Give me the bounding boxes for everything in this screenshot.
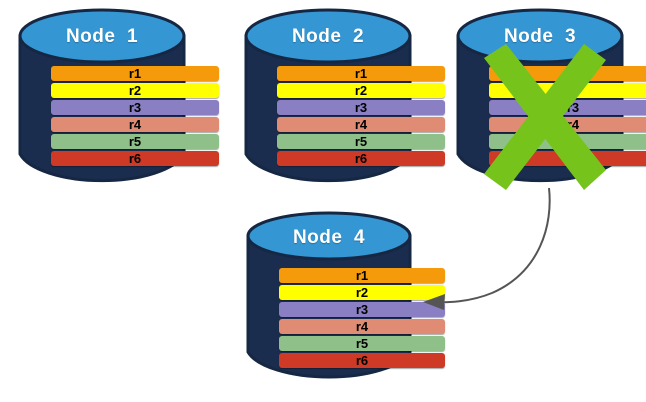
row-r3[interactable]: r3 (279, 302, 445, 317)
row-label: r5 (355, 336, 369, 351)
node-row-list: r1 r2 r3 r4 r5 r6 (244, 66, 478, 166)
row-r4[interactable]: r4 (489, 117, 646, 132)
row-r5[interactable]: r5 (51, 134, 219, 149)
row-label: r1 (128, 66, 142, 81)
row-r1[interactable]: r1 (51, 66, 219, 81)
row-label: r4 (355, 319, 369, 334)
row-label: r3 (566, 100, 580, 115)
row-r2[interactable]: r2 (51, 83, 219, 98)
node-cylinder-3[interactable]: Node 3 r1 r2 r3 r4 r5 r6 (456, 6, 646, 188)
row-r5[interactable]: r5 (277, 134, 445, 149)
row-label: r1 (566, 66, 580, 81)
row-r5[interactable]: r5 (279, 336, 445, 351)
node-cylinder-1[interactable]: Node 1 r1 r2 r3 r4 r5 r6 (18, 6, 219, 188)
row-r3[interactable]: r3 (51, 100, 219, 115)
row-r6[interactable]: r6 (51, 151, 219, 166)
row-r1[interactable]: r1 (279, 268, 445, 283)
row-r6[interactable]: r6 (489, 151, 646, 166)
row-label: r6 (354, 151, 368, 166)
node-row-list: r1 r2 r3 r4 r5 r6 (18, 66, 252, 166)
row-label: r2 (566, 83, 580, 98)
row-label: r4 (354, 117, 368, 132)
row-r1[interactable]: r1 (489, 66, 646, 81)
row-label: r3 (128, 100, 142, 115)
row-r5[interactable]: r5 (489, 134, 646, 149)
node-row-list: r1 r2 r3 r4 r5 r6 (456, 66, 646, 166)
row-r4[interactable]: r4 (51, 117, 219, 132)
row-label: r4 (566, 117, 580, 132)
row-label: r2 (128, 83, 142, 98)
row-r6[interactable]: r6 (277, 151, 445, 166)
row-label: r1 (355, 268, 369, 283)
row-label: r4 (128, 117, 142, 132)
row-label: r5 (566, 134, 580, 149)
node-row-list: r1 r2 r3 r4 r5 r6 (246, 268, 478, 368)
row-label: r5 (128, 134, 142, 149)
row-r4[interactable]: r4 (277, 117, 445, 132)
row-r2[interactable]: r2 (489, 83, 646, 98)
row-r3[interactable]: r3 (277, 100, 445, 115)
row-label: r5 (354, 134, 368, 149)
row-r4[interactable]: r4 (279, 319, 445, 334)
row-label: r3 (354, 100, 368, 115)
row-r1[interactable]: r1 (277, 66, 445, 81)
row-label: r6 (566, 151, 580, 166)
row-r2[interactable]: r2 (279, 285, 445, 300)
row-label: r6 (355, 353, 369, 368)
row-label: r2 (354, 83, 368, 98)
row-r2[interactable]: r2 (277, 83, 445, 98)
row-label: r6 (128, 151, 142, 166)
row-label: r1 (354, 66, 368, 81)
row-label: r2 (355, 285, 369, 300)
row-r3[interactable]: r3 (489, 100, 646, 115)
node-cylinder-4[interactable]: Node 4 r1 r2 r3 r4 r5 r6 (246, 210, 445, 384)
node-cylinder-2[interactable]: Node 2 r1 r2 r3 r4 r5 r6 (244, 6, 445, 188)
row-r6[interactable]: r6 (279, 353, 445, 368)
row-label: r3 (355, 302, 369, 317)
